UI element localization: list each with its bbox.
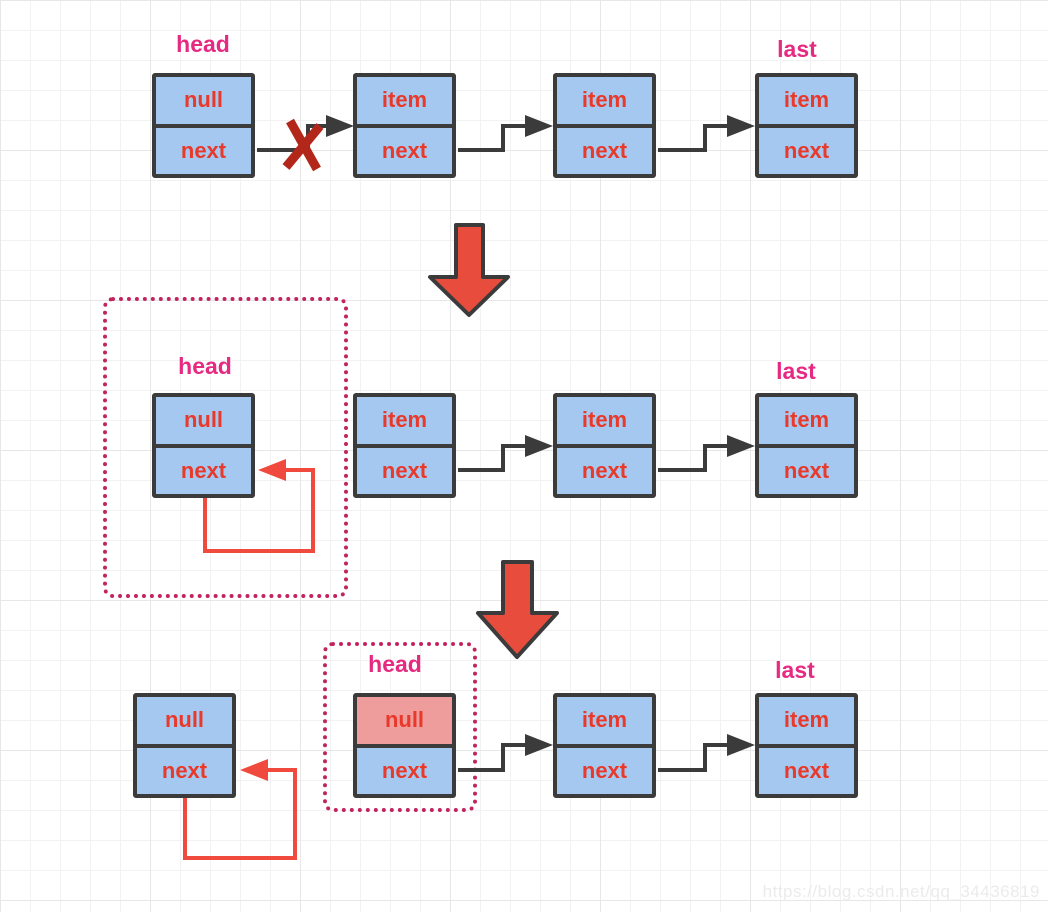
last-label: last	[777, 36, 817, 62]
node-cell-value: item	[557, 77, 652, 128]
head-label: head	[178, 353, 232, 379]
node-cell-next: next	[557, 747, 652, 794]
node-cell-value: null	[137, 697, 232, 748]
next-pointer-arrowhead	[326, 115, 755, 756]
dashed-region-detached-head	[103, 297, 348, 598]
node-cell-next: next	[759, 447, 854, 494]
watermark: https://blog.csdn.net/qq_34436819	[762, 882, 1040, 901]
dashed-region-new-head	[323, 642, 477, 812]
node-item: item next	[353, 393, 456, 498]
node-last: item next	[755, 393, 858, 498]
node-cell-next: next	[137, 747, 232, 794]
down-arrow-icon	[428, 223, 559, 659]
broken-link-cross-icon	[282, 118, 324, 172]
node-cell-next: next	[357, 747, 452, 794]
node-cell-next: next	[357, 127, 452, 174]
node-cell-value: item	[759, 397, 854, 448]
node-cell-value: item	[759, 697, 854, 748]
self-loop-arrow	[183, 468, 315, 860]
node-cell-value: item	[357, 397, 452, 448]
node-cell-next: next	[156, 447, 251, 494]
head-label: head	[176, 31, 230, 57]
node-cell-next: next	[759, 747, 854, 794]
node-cell-value: item	[557, 397, 652, 448]
node-item: item next	[553, 73, 656, 178]
next-pointer-arrow	[257, 124, 727, 772]
head-label: head	[368, 651, 422, 677]
node-cell-next: next	[557, 447, 652, 494]
node-cell-value: item	[557, 697, 652, 748]
node-item: item next	[553, 693, 656, 798]
node-head: null next	[152, 73, 255, 178]
node-cell-next: next	[759, 127, 854, 174]
node-head: null next	[353, 693, 456, 798]
node-cell-value: null	[156, 397, 251, 448]
node-cell-next: next	[557, 127, 652, 174]
node-cell-value: null	[156, 77, 251, 128]
last-label: last	[775, 657, 815, 683]
node-cell-value: item	[759, 77, 854, 128]
last-label: last	[776, 358, 816, 384]
node-detached: null next	[133, 693, 236, 798]
node-last: item next	[755, 693, 858, 798]
node-item: item next	[353, 73, 456, 178]
node-head: null next	[152, 393, 255, 498]
self-loop-arrowhead	[240, 459, 286, 781]
node-cell-next: next	[156, 127, 251, 174]
node-cell-next: next	[357, 447, 452, 494]
node-item: item next	[553, 393, 656, 498]
node-cell-value-highlighted: null	[357, 697, 452, 748]
node-last: item next	[755, 73, 858, 178]
node-cell-value: item	[357, 77, 452, 128]
